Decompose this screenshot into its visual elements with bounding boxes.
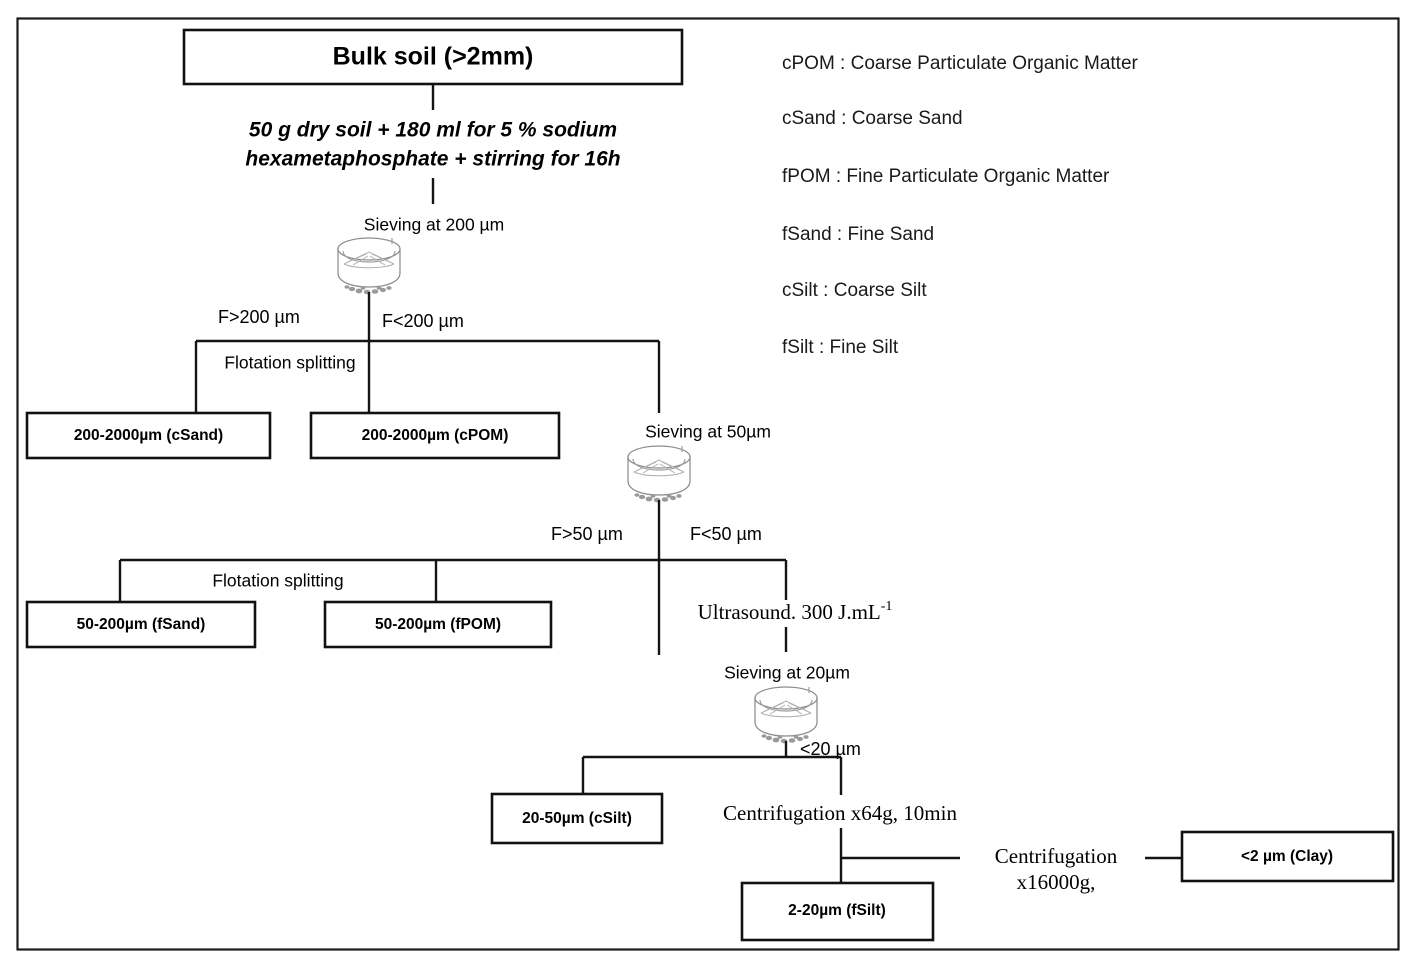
box-csand bbox=[25, 411, 272, 460]
sieve-icon-50 bbox=[627, 445, 691, 503]
box-csilt bbox=[490, 792, 664, 845]
step-sieving-20-label: Sieving at 20µm bbox=[724, 663, 850, 683]
step-dispersion-line1: 50 g dry soil + 180 ml for 5 % sodium bbox=[249, 119, 617, 142]
box-fpom bbox=[323, 600, 553, 649]
edge-label-f-gt-200: F>200 µm bbox=[218, 307, 300, 327]
step-dispersion-line2: hexametaphosphate + stirring for 16h bbox=[245, 148, 620, 171]
box-fsilt-label: 2-20µm (fSilt) bbox=[788, 902, 886, 919]
box-bulk-soil bbox=[182, 28, 684, 86]
step-flotation-splitting-bottom: Flotation splitting bbox=[212, 571, 343, 591]
legend-item-fsand: fSand : Fine Sand bbox=[782, 224, 934, 245]
box-fsand-label: 50-200µm (fSand) bbox=[77, 616, 206, 633]
step-flotation-splitting-top: Flotation splitting bbox=[224, 353, 355, 373]
legend-item-cpom: cPOM : Coarse Particulate Organic Matter bbox=[782, 53, 1139, 74]
step-centrifugation-16000g-line1: Centrifugation bbox=[995, 844, 1118, 868]
box-csand-label: 200-2000µm (cSand) bbox=[74, 427, 223, 444]
step-ultrasound-label: Ultrasound. 300 J.mL-1 bbox=[698, 599, 893, 624]
box-cpom bbox=[309, 411, 561, 460]
box-cpom-label: 200-2000µm (cPOM) bbox=[362, 427, 509, 444]
box-fsand bbox=[25, 600, 257, 649]
box-csilt-label: 20-50µm (cSilt) bbox=[522, 810, 632, 827]
box-fsilt bbox=[740, 881, 935, 942]
box-bulk-soil-label: Bulk soil (>2mm) bbox=[333, 43, 534, 71]
legend-item-csand: cSand : Coarse Sand bbox=[782, 108, 963, 129]
edge-label-lt-20: <20 µm bbox=[800, 739, 861, 759]
sieve-icon-200 bbox=[337, 237, 401, 295]
step-centrifugation-64g-label: Centrifugation x64g, 10min bbox=[723, 801, 957, 825]
figure-border bbox=[16, 17, 1400, 951]
box-clay bbox=[1180, 830, 1395, 883]
step-centrifugation-16000g-line2: x16000g, bbox=[1017, 870, 1096, 894]
sieve-icon-20 bbox=[754, 686, 818, 744]
edge-label-f-lt-200: F<200 µm bbox=[382, 311, 464, 331]
edge-label-f-lt-50: F<50 µm bbox=[690, 524, 762, 544]
legend-item-csilt: cSilt : Coarse Silt bbox=[782, 280, 927, 301]
box-fpom-label: 50-200µm (fPOM) bbox=[375, 616, 501, 633]
step-sieving-200-label: Sieving at 200 µm bbox=[364, 215, 504, 235]
edge-label-f-gt-50: F>50 µm bbox=[551, 524, 623, 544]
legend-item-fpom: fPOM : Fine Particulate Organic Matter bbox=[782, 166, 1110, 187]
step-sieving-50-label: Sieving at 50µm bbox=[645, 422, 771, 442]
box-clay-label: <2 µm (Clay) bbox=[1241, 848, 1333, 865]
legend-item-fsilt: fSilt : Fine Silt bbox=[782, 337, 899, 358]
